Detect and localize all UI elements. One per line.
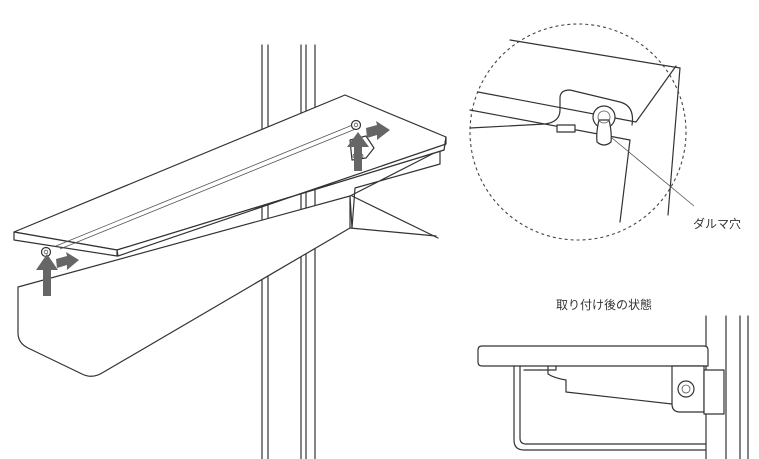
keyhole-icon (592, 105, 616, 146)
up-arrow-icon (36, 254, 58, 296)
keyhole-label: ダルマ穴 (693, 216, 741, 231)
after-install-illustration (477, 315, 749, 459)
right-arrow-icon (56, 252, 79, 270)
right-arrow-icon (366, 121, 390, 140)
screw-right (350, 119, 362, 131)
up-arrow-icon (347, 132, 369, 171)
shelf-top-board (13, 94, 447, 258)
keyhole-leader-line (611, 137, 695, 207)
zoom-detail (469, 23, 695, 241)
screw-left (40, 246, 52, 258)
after-install-label: 取り付け後の状態 (556, 297, 652, 312)
